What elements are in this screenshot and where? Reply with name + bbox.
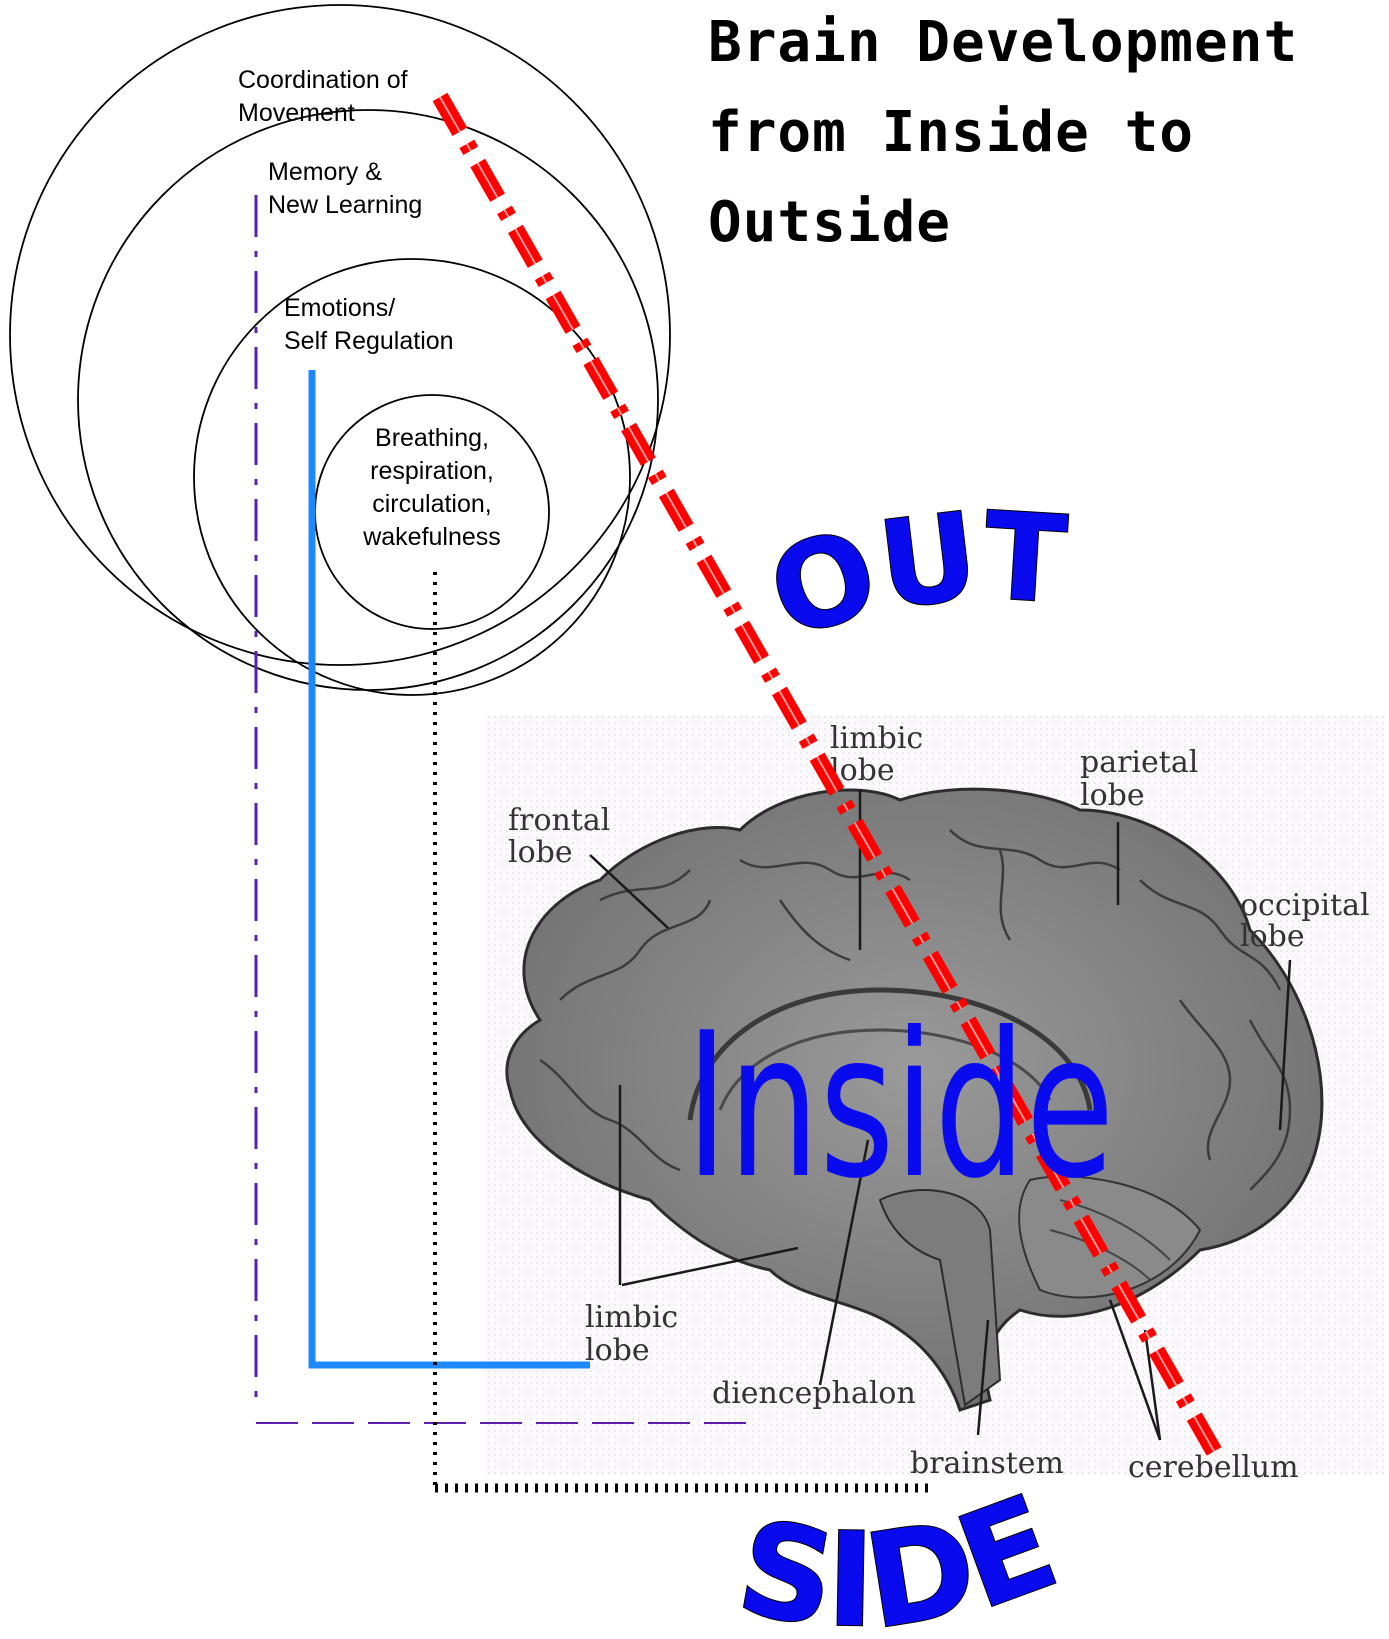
second-circle-label-line2: New Learning: [268, 191, 422, 219]
occipital-lobe-label-line2: lobe: [1240, 919, 1305, 954]
diencephalon-label: diencephalon: [712, 1376, 916, 1411]
inner-circle-label-line4: wakefulness: [362, 523, 501, 551]
third-circle-label-line2: Self Regulation: [284, 327, 454, 355]
wordart-inside: Inside: [686, 990, 1115, 1223]
inner-circle-label-line2: respiration,: [370, 457, 494, 485]
title-line-1: Brain Development: [708, 10, 1298, 75]
limbic-lobe-bottom-label-line2: lobe: [585, 1333, 650, 1368]
inner-circle-label-line1: Breathing,: [375, 424, 489, 452]
frontal-lobe-label-line1: frontal: [508, 803, 610, 838]
outer-circle-label-line2: Movement: [238, 99, 355, 127]
second-circle-label-line1: Memory &: [268, 158, 382, 186]
wordart-side: SIDE: [728, 1466, 1075, 1639]
title-line-3: Outside: [708, 190, 951, 255]
parietal-lobe-label-line2: lobe: [1080, 778, 1145, 813]
brainstem-label: brainstem: [910, 1446, 1064, 1481]
outer-circle-label-line1: Coordination of: [238, 66, 408, 94]
frontal-lobe-label-line2: lobe: [508, 835, 573, 870]
limbic-lobe-bottom-label-line1: limbic: [585, 1300, 678, 1335]
occipital-lobe-label-line1: occipital: [1240, 888, 1370, 923]
wordart-out: OUT: [754, 487, 1070, 666]
title-line-2: from Inside to: [708, 100, 1194, 165]
inner-circle-label-line3: circulation,: [372, 490, 492, 518]
limbic-lobe-top-label-line1: limbic: [830, 721, 923, 756]
third-circle-label-line1: Emotions/: [284, 294, 395, 322]
parietal-lobe-label-line1: parietal: [1080, 745, 1198, 780]
cerebellum-label: cerebellum: [1128, 1450, 1299, 1485]
